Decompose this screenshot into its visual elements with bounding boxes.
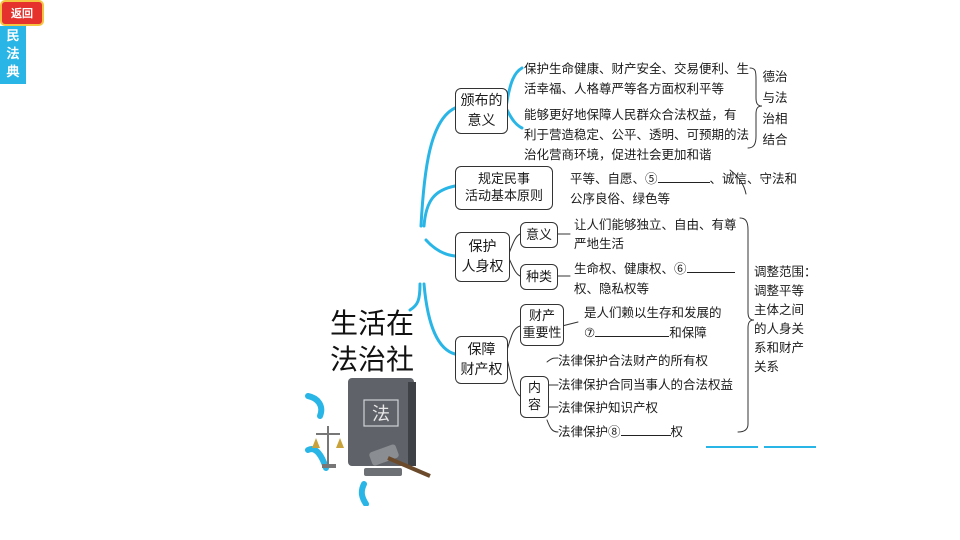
node-basic-principles: 规定民事 活动基本原则 xyxy=(455,166,553,210)
text-adjustment-scope: 调整范围： 调整平等 主体之间 的人身关 系和财产 关系 xyxy=(754,264,817,374)
root-label: 民 法 典 xyxy=(6,29,20,80)
text-significance-2a: 能够更好地保障人民群众合法权益，有 xyxy=(524,107,737,122)
law-book-illustration: 法 xyxy=(305,378,431,506)
text-significance-2b: 利于营造稳定、公平、透明、可预期的法 xyxy=(524,127,750,142)
node-property-importance: 财产 重要性 xyxy=(520,304,564,346)
text-content-4-pre: 法律保护⑧ xyxy=(558,424,621,439)
text-principles-a: 平等、自愿、⑤ xyxy=(570,171,658,186)
scale-pan-right xyxy=(336,438,344,448)
text-content-3: 法律保护知识产权 xyxy=(558,400,659,415)
text-importance-line2: ⑦ 和保障 xyxy=(584,322,707,343)
text-types-b: 权、隐私权等 xyxy=(574,281,650,296)
text-meaning-a: 让人们能够独立、自由、有尊 xyxy=(574,217,737,232)
fill-blank-8[interactable] xyxy=(620,421,671,436)
node-personal-types: 种类 xyxy=(520,264,558,290)
book-spine xyxy=(408,382,416,466)
fill-blank-6[interactable] xyxy=(686,258,735,273)
back-button[interactable]: 返回 xyxy=(0,0,44,26)
fill-blank-7[interactable] xyxy=(595,322,670,337)
text-importance-b-pre: ⑦ xyxy=(584,325,596,340)
book-title-char: 法 xyxy=(372,404,390,425)
node-significance: 颁布的 意义 xyxy=(455,88,508,134)
node-property-content: 内 容 xyxy=(520,376,549,418)
node-property-rights: 保障 财产权 xyxy=(455,336,508,384)
node-personal-meaning: 意义 xyxy=(520,222,558,248)
fill-blank-5[interactable] xyxy=(657,168,710,183)
text-principles-line1: 平等、自愿、⑤ 、诚信、守法和 xyxy=(570,168,797,189)
text-importance-b-tail: 和保障 xyxy=(669,325,707,340)
gavel-head xyxy=(369,444,399,466)
gavel-block xyxy=(364,468,402,476)
text-principles-a-tail: 、诚信、守法和 xyxy=(709,171,798,186)
text-rule-of-law-virtue: 德治 与法 治相 结合 xyxy=(762,69,788,147)
gavel-handle xyxy=(387,456,431,478)
scale-pan-left xyxy=(312,438,320,448)
text-content-4-tail: 权 xyxy=(670,424,684,439)
text-importance-a: 是人们赖以生存和发展的 xyxy=(584,305,722,320)
text-content-2: 法律保护合同当事人的合法权益 xyxy=(558,377,734,392)
decor-wave xyxy=(305,393,325,419)
scale-base xyxy=(322,464,336,468)
text-content-1: 法律保护合法财产的所有权 xyxy=(558,353,709,368)
text-content-line4: 法律保护⑧ 权 xyxy=(558,421,683,442)
book-label-frame xyxy=(363,399,399,427)
root-node-civil-code: 民 法 典 xyxy=(0,26,26,84)
text-meaning-b: 严地生活 xyxy=(574,236,625,251)
text-significance-1b: 活幸福、人格尊严等各方面权利平等 xyxy=(524,81,725,96)
decor-wave xyxy=(358,481,369,506)
text-types-a: 生命权、健康权、⑥ xyxy=(574,261,687,276)
text-types-line1: 生命权、健康权、⑥ xyxy=(574,258,735,279)
node-personal-rights: 保护 人身权 xyxy=(455,232,510,282)
text-significance-1a: 保护生命健康、财产安全、交易便利、生 xyxy=(524,61,750,76)
text-principles-b: 公序良俗、绿色等 xyxy=(570,191,671,206)
text-significance-2c: 治化营商环境，促进社会更加和谐 xyxy=(524,147,712,162)
